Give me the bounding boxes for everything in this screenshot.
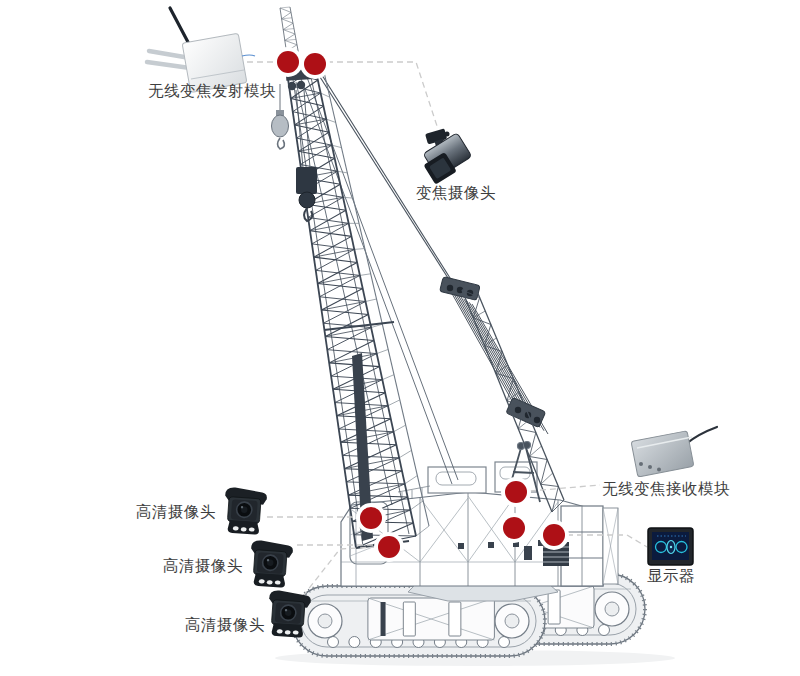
wireless-receiver-device-icon <box>631 427 717 477</box>
hd-camera-device-icon-1 <box>223 487 268 535</box>
body-right-marker <box>539 520 569 550</box>
zoom-camera-device-icon <box>423 128 472 184</box>
label-hd-camera-2: 高清摄像头 <box>163 556 243 577</box>
label-transmitter: 无线变焦发射模块 <box>148 81 276 102</box>
label-hd-camera-1: 高清摄像头 <box>136 502 216 523</box>
body-center-marker <box>499 513 529 543</box>
label-zoom-camera: 变焦摄像头 <box>416 183 496 204</box>
body-left-marker-2 <box>374 532 404 562</box>
label-hd-camera-3: 高清摄像头 <box>185 615 265 636</box>
boom-tip-marker-1 <box>273 47 303 77</box>
wireless-transmitter-device-icon <box>147 8 255 92</box>
body-left-marker-1 <box>356 503 386 533</box>
body-top-marker <box>501 477 531 507</box>
label-monitor: 显示器 <box>647 566 695 587</box>
boom-tip-marker-2 <box>300 49 330 79</box>
monitor-device-icon <box>648 528 693 565</box>
hd-camera-device-icon-2 <box>249 540 294 588</box>
label-receiver: 无线变焦接收模块 <box>602 479 730 500</box>
